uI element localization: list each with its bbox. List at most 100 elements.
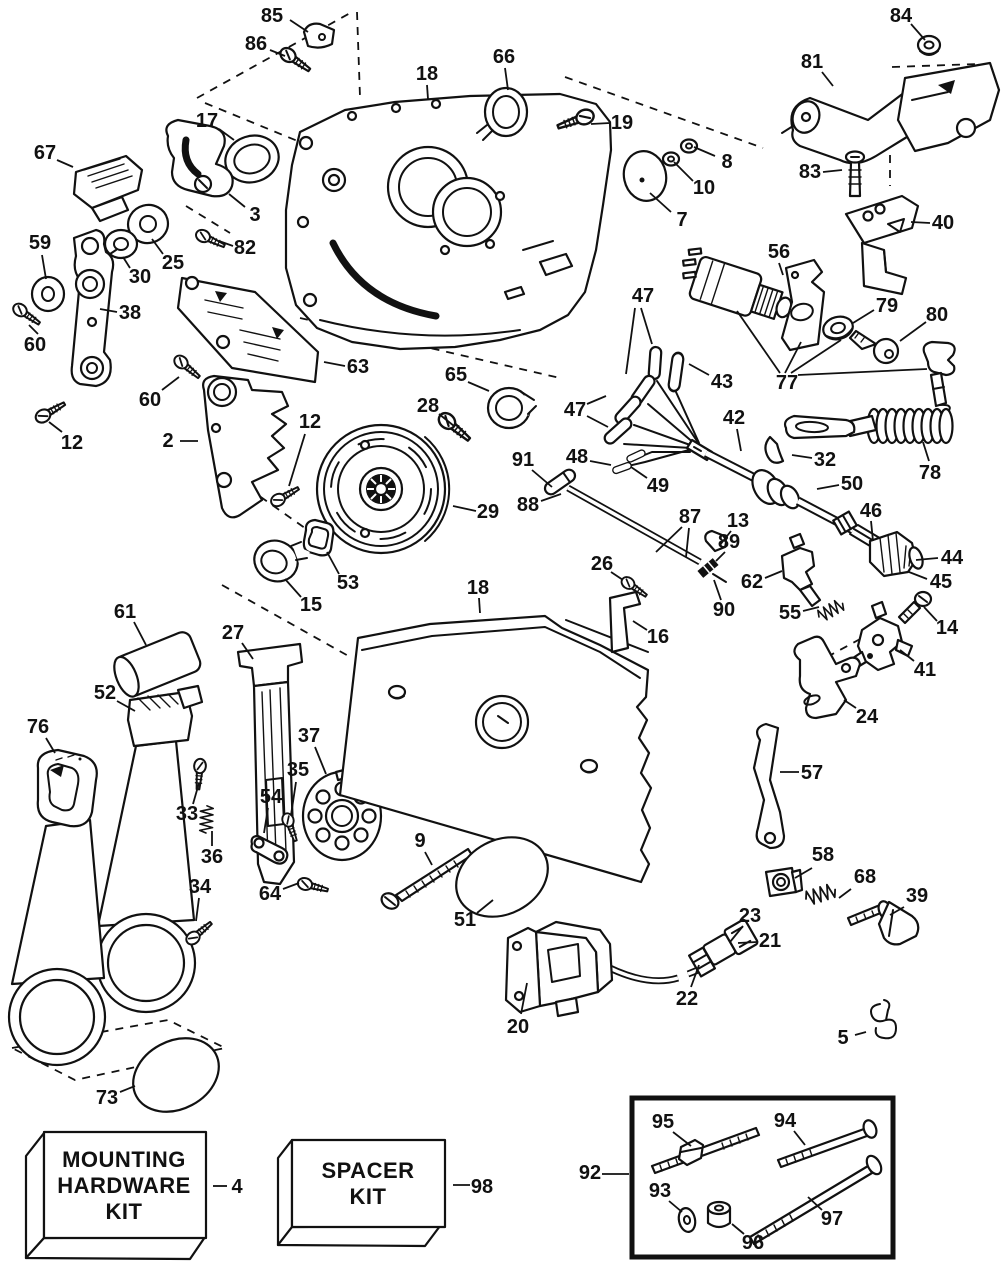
part-76-control-lever (7, 748, 107, 1067)
leader-line (731, 1223, 745, 1235)
leader-line (119, 1085, 136, 1093)
leader-line (424, 851, 433, 866)
leader-line (151, 238, 164, 255)
leader-line (736, 428, 742, 452)
part-label-98-85: 98 (471, 1176, 493, 1198)
part-label-15-60: 15 (300, 594, 322, 616)
leader-line (838, 888, 852, 899)
part-32-clip (764, 435, 785, 464)
part-12-screw-mid (267, 482, 303, 510)
leader-line (122, 256, 131, 269)
part-14-screw (897, 590, 933, 625)
leader-line (790, 339, 842, 374)
part-label-92-86: 92 (579, 1162, 601, 1184)
part-12-screw-left (32, 397, 69, 427)
part-label-16-55: 16 (647, 626, 669, 648)
kit-text-1: HARDWARE (57, 1173, 191, 1198)
leader-line (685, 527, 690, 558)
part-label-32-37: 32 (814, 449, 836, 471)
part-81-throttle-handle (781, 61, 1001, 165)
part-24-bracket (793, 635, 862, 720)
part-label-54-68: 54 (260, 786, 283, 808)
part-label-36-66: 36 (201, 846, 223, 868)
part-label-23-78: 23 (739, 905, 761, 927)
part-label-50-43: 50 (841, 473, 863, 495)
part-label-10-8: 10 (693, 177, 715, 199)
part-label-29-28: 29 (477, 501, 499, 523)
part-54-link (250, 834, 289, 865)
leader-line (672, 1131, 692, 1147)
projection-line (221, 584, 353, 659)
part-label-65-23: 65 (445, 364, 467, 386)
kit-text-4: KIT (350, 1184, 387, 1209)
part-39-plug (846, 900, 920, 946)
part-label-5-82: 5 (837, 1027, 848, 1049)
part-label-52-64: 52 (94, 682, 116, 704)
part-label-76-63: 76 (27, 716, 49, 738)
part-label-3-14: 3 (249, 204, 260, 226)
part-label-20-81: 20 (507, 1016, 529, 1038)
leader-line (326, 551, 340, 575)
part-68-spring (802, 881, 839, 907)
part-80-ignition-key (848, 329, 900, 365)
part-38-link-arm (70, 228, 115, 388)
part-label-60-22: 60 (139, 389, 161, 411)
projection-line (826, 637, 863, 658)
part-label-59-18: 59 (29, 232, 51, 254)
part-label-34-67: 34 (189, 876, 212, 898)
part-label-78-38: 78 (919, 462, 941, 484)
leader-line (899, 649, 915, 662)
leader-line (263, 807, 269, 834)
part-42-wire-harness (601, 345, 924, 578)
part-label-88-42: 88 (517, 494, 539, 516)
leader-line (673, 161, 694, 182)
part-label-64-71: 64 (259, 883, 282, 905)
part-label-81-5: 81 (801, 51, 823, 73)
leader-line (630, 466, 648, 479)
leader-line (241, 642, 254, 660)
part-15-clamp-ring (253, 539, 310, 583)
part-label-62-49: 62 (741, 571, 763, 593)
part-78-lanyard (783, 340, 956, 445)
leader-line (467, 381, 490, 392)
part-label-77-30: 77 (776, 372, 798, 394)
leader-line (478, 597, 481, 614)
part-93-washer (677, 1207, 697, 1233)
leader-line (910, 23, 926, 41)
part-label-30-17: 30 (129, 266, 151, 288)
leader-line (736, 310, 781, 374)
part-label-84-4: 84 (890, 5, 913, 27)
part-label-33-65: 33 (176, 803, 198, 825)
leader-line (590, 122, 611, 125)
part-label-18-58: 18 (467, 577, 489, 599)
leader-line (133, 621, 147, 646)
leader-line (56, 159, 74, 168)
part-8-nut (679, 138, 699, 154)
leader-line (910, 221, 931, 224)
leader-line (822, 169, 843, 173)
leader-line (586, 395, 607, 405)
projection-line (564, 76, 764, 149)
part-label-21-79: 21 (759, 930, 781, 952)
leader-lines-layer (28, 19, 939, 1235)
part-53-retainer (302, 518, 335, 557)
part-label-60-20: 60 (24, 334, 46, 356)
part-96-bushing (706, 1200, 732, 1229)
leader-line (899, 321, 927, 342)
part-86-screw (276, 43, 315, 77)
part-88-cable (543, 468, 728, 583)
leader-line (816, 484, 840, 490)
part-56-bracket (780, 258, 826, 352)
leader-line (531, 469, 553, 488)
leader-line (632, 620, 648, 631)
part-label-57-74: 57 (801, 762, 823, 784)
leader-line (655, 526, 683, 553)
leader-line (610, 571, 624, 581)
leader-line (729, 925, 744, 943)
part-label-68-76: 68 (854, 866, 876, 888)
part-51-seal (455, 836, 549, 918)
part-label-53-59: 53 (337, 572, 359, 594)
part-label-86-1: 86 (245, 33, 267, 55)
part-label-24-57: 24 (856, 706, 879, 728)
